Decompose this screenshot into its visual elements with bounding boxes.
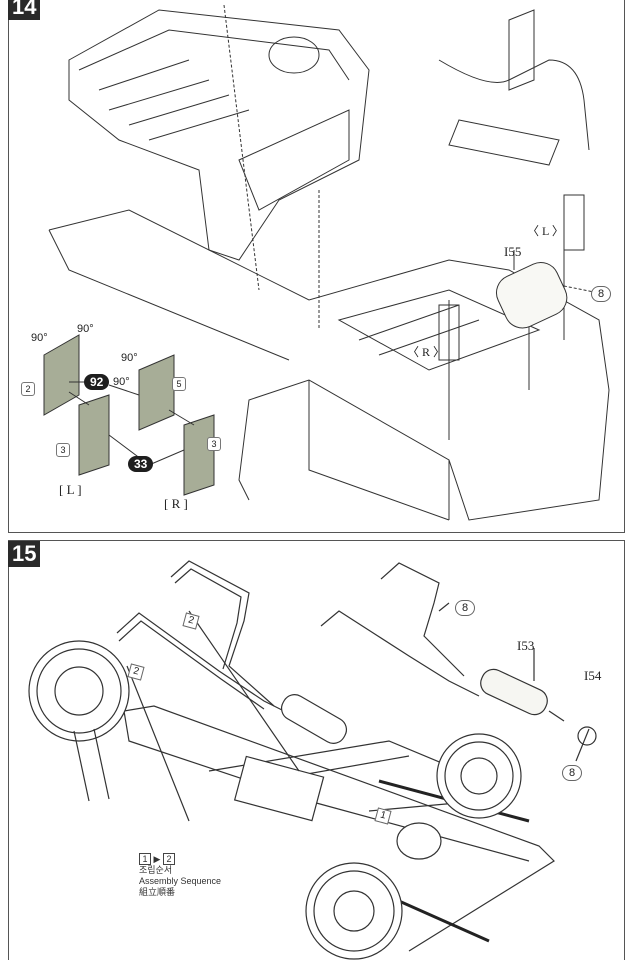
assembly-sequence-note: 1 ▶ 2 조립순서 Assembly Sequence 組立順番 xyxy=(139,853,221,898)
sequence-english: Assembly Sequence xyxy=(139,876,222,886)
sequence-japanese: 組立順番 xyxy=(139,887,176,897)
right-tag: 〈 R 〉 xyxy=(407,345,446,359)
sequence-korean: 조립순서 xyxy=(139,865,173,875)
sequence-to: 2 xyxy=(162,853,175,865)
color-callout-92: 92 xyxy=(84,374,110,390)
paint-callout-8: 8 xyxy=(455,600,476,616)
paint-callout-8: 8 xyxy=(591,286,612,302)
step-14-illustration xyxy=(43,4,610,521)
angle-label: 90° xyxy=(113,376,130,388)
body-tub xyxy=(48,209,610,521)
color-callout-33: 33 xyxy=(128,456,154,472)
step-ref-3: 3 xyxy=(56,443,70,457)
wheel-rear-top xyxy=(436,733,522,819)
sequence-from: 1 xyxy=(139,853,151,865)
angle-label: 90° xyxy=(77,323,94,335)
step-ref-3: 3 xyxy=(207,437,221,451)
fuel-cap xyxy=(268,36,320,74)
step-14-panel: 14 xyxy=(8,0,625,533)
step-ref-2: 2 xyxy=(21,382,35,396)
detail-right-label: [ R ] xyxy=(164,496,188,511)
step-number-15: 15 xyxy=(8,541,41,567)
part-label-I55: I55 xyxy=(504,244,522,259)
inset-detail xyxy=(438,59,590,166)
step-15-panel: 15 xyxy=(8,540,625,960)
part-label-I53: I53 xyxy=(517,638,535,653)
step-15-illustration xyxy=(28,560,597,960)
left-tag: 〈 L 〉 xyxy=(527,224,564,238)
step-ref-5: 5 xyxy=(172,377,186,391)
part-label-I54: I54 xyxy=(584,668,602,683)
angle-label: 90° xyxy=(121,352,138,364)
exhaust-pipe-right xyxy=(320,610,480,697)
seat-frame xyxy=(68,9,370,261)
tailpipe-tip xyxy=(577,726,597,746)
paint-callout-8: 8 xyxy=(562,765,583,781)
wheel-front xyxy=(28,640,130,742)
detail-left-label: [ L ] xyxy=(59,482,82,497)
wheel-rear-bottom xyxy=(305,862,403,960)
step-number-14: 14 xyxy=(8,0,41,20)
exhaust-pipe xyxy=(170,560,275,707)
angle-label: 90° xyxy=(31,332,48,344)
sequence-arrow-icon: ▶ xyxy=(153,854,161,864)
